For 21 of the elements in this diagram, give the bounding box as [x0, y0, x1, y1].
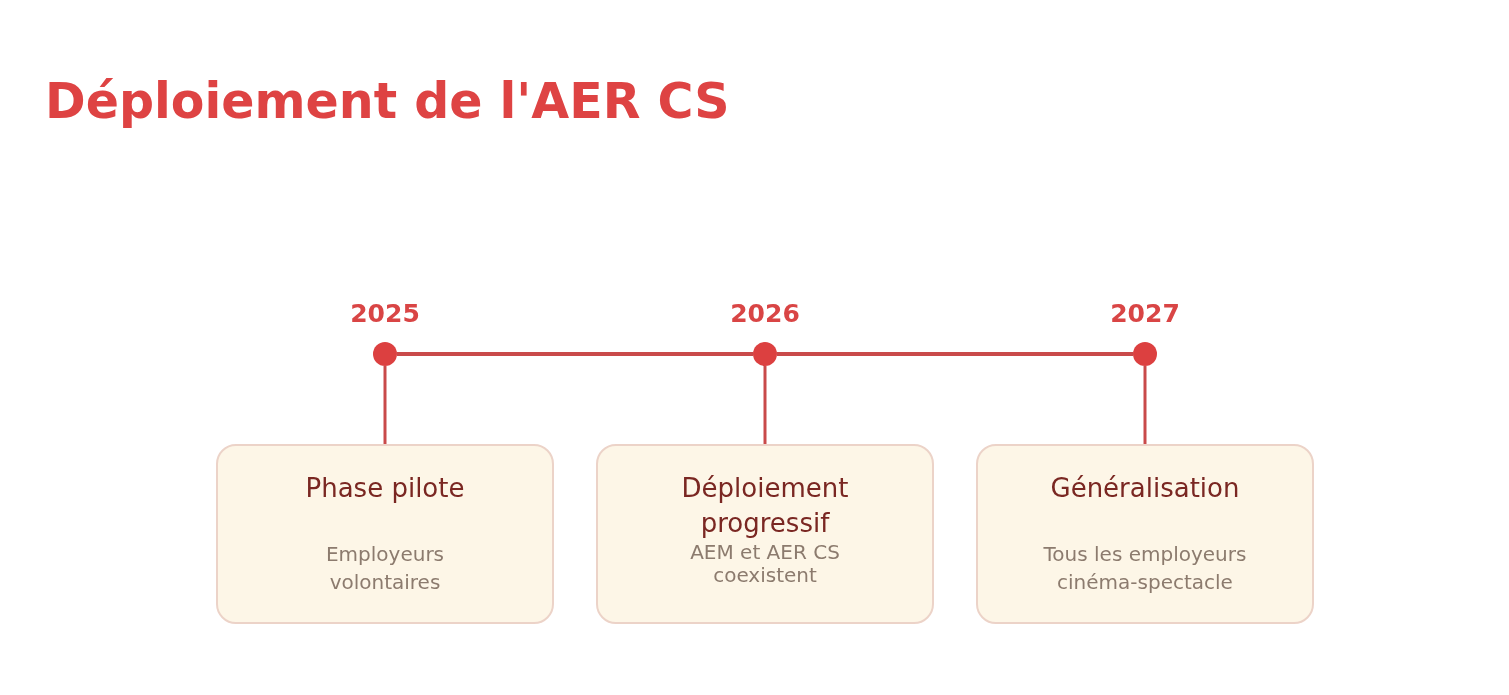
phase-description: Employeurs volontaires [324, 541, 446, 596]
phase-card [976, 444, 1314, 624]
phase-title: Déploiement progressif [680, 472, 850, 540]
timeline-line [397, 352, 753, 356]
phase-description: AEM et AER CS coexistent [689, 541, 841, 587]
connector-line [763, 366, 767, 444]
timeline-dot [1133, 342, 1157, 366]
year-label: 2027 [1110, 299, 1180, 329]
year-label: 2025 [350, 299, 420, 329]
phase-title: Généralisation [1050, 472, 1240, 505]
timeline-dot [373, 342, 397, 366]
timeline-line [777, 352, 1133, 356]
phase-card [216, 444, 554, 624]
phase-description: Tous les employeurs cinéma-spectacle [1042, 541, 1248, 596]
timeline-dot [753, 342, 777, 366]
phase-card [596, 444, 934, 624]
connector-line [383, 366, 387, 444]
year-label: 2026 [730, 299, 800, 329]
title: Déploiement de l'AER CS [45, 72, 730, 132]
connector-line [1143, 366, 1147, 444]
phase-title: Phase pilote [305, 472, 465, 505]
